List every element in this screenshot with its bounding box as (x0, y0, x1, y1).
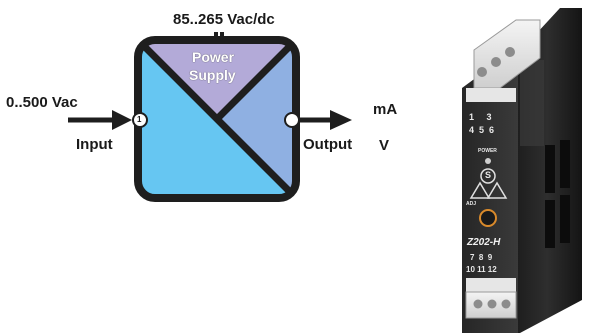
warning-icon (486, 181, 508, 199)
input-terminal-number: 1 (137, 115, 142, 124)
device-front-panel (462, 60, 518, 333)
power-led-icon (485, 158, 491, 164)
top-terminals-row1: 1 3 (469, 112, 492, 122)
output-terminal-icon (284, 112, 300, 128)
output-unit-ma: mA (373, 101, 398, 118)
top-terminals-row2: 4 5 6 (469, 125, 495, 135)
device-vents (545, 140, 570, 248)
supply-voltage-label: 85..265 Vac/dc (173, 11, 275, 28)
screw-icon (473, 299, 483, 309)
screw-icon (477, 67, 487, 77)
bottom-terminals-row1: 7 8 9 (470, 253, 493, 262)
screw-icon (501, 299, 511, 309)
output-label: Output (303, 136, 353, 153)
power-supply-label-line2: Supply (189, 67, 236, 83)
device-side-label (520, 60, 544, 146)
input-arrow-icon (112, 110, 132, 130)
device-model: Z202-H (467, 237, 501, 248)
power-supply-label-line1: Power (192, 49, 235, 65)
screw-icon (505, 47, 515, 57)
screw-icon (491, 57, 501, 67)
screw-icon (487, 299, 497, 309)
input-terminal-icon (132, 112, 148, 128)
adj-label: ADJ (466, 201, 477, 207)
output-region (217, 40, 296, 198)
converter-block (138, 40, 296, 198)
separator-upper (214, 40, 296, 122)
adjust-knob-icon[interactable] (479, 209, 497, 227)
input-range-label: 0..500 Vac (6, 94, 78, 111)
top-terminal-strip (466, 88, 516, 102)
power-label: POWER (478, 148, 497, 154)
output-arrow-icon (330, 110, 352, 130)
bottom-terminals-row2: 10 11 12 (466, 265, 497, 274)
power-supply-region (138, 40, 296, 119)
s-switch-label: S (485, 170, 492, 180)
output-unit-v: V (379, 137, 390, 154)
warning-icon (469, 181, 491, 199)
bottom-terminal-strip (466, 278, 516, 292)
s-switch-icon (480, 168, 496, 184)
input-label: Input (76, 136, 113, 153)
